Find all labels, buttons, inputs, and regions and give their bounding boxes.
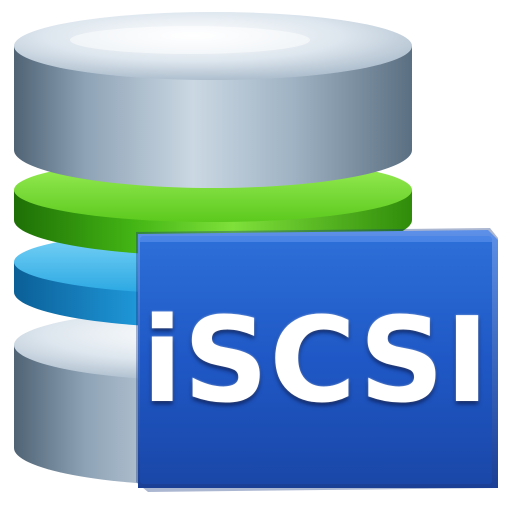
- iscsi-badge: [136, 228, 498, 492]
- iscsi-label: iSCSI: [141, 291, 491, 429]
- badge-label-container: iSCSI: [140, 236, 492, 484]
- disk-top: [14, 12, 412, 188]
